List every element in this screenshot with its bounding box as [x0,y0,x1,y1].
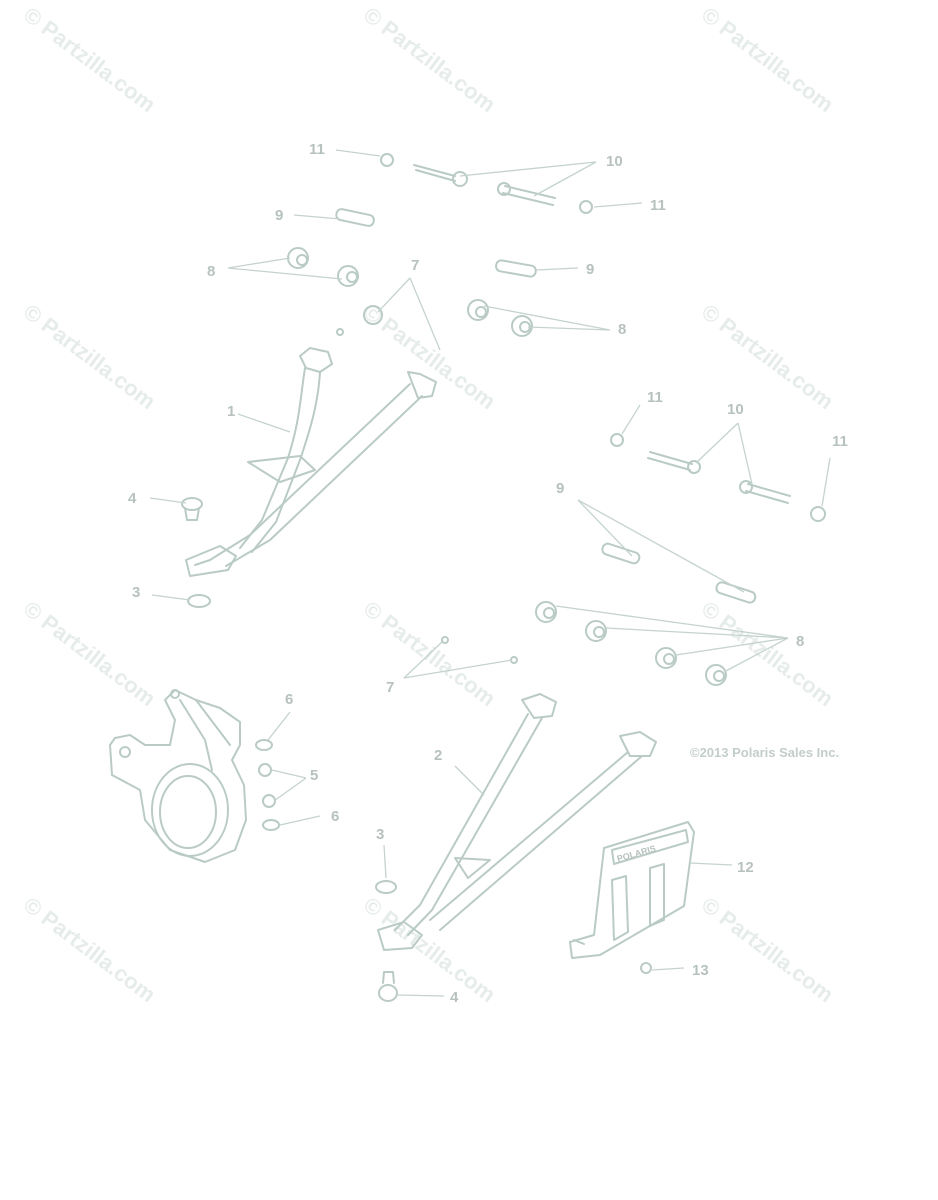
callout-11-d: 11 [832,433,848,450]
callout-12: 12 [737,859,754,876]
right-hardware [441,433,826,686]
callout-9-a: 9 [275,207,283,224]
nut-icon [262,794,276,808]
watermark-6: © Partzilla.com [697,299,838,414]
watermark-12: © Partzilla.com [697,892,838,1007]
bolt-icon [502,185,556,206]
callout-2: 2 [434,747,442,764]
bushing-inner-icon [475,306,487,318]
grease-fitting-icon [441,636,449,644]
callout-8-a: 8 [207,263,215,280]
callout-11-c: 11 [647,389,663,406]
steering-knuckle [109,689,247,863]
callout-7-a: 7 [411,257,419,274]
nut-icon [258,763,272,777]
watermark-9: © Partzilla.com [697,596,838,711]
washer-icon [262,819,280,831]
watermark-1: © Partzilla.com [19,2,160,117]
bushing-icon [511,315,533,337]
bolt-icon [413,164,456,182]
bushing-icon [467,299,489,321]
ball-joint-icon [181,497,203,511]
bushing-icon [655,647,677,669]
callout-6-a: 6 [285,691,293,708]
bushing-icon [363,305,383,325]
copyright-notice: ©2013 Polaris Sales Inc. [690,745,839,760]
watermark-layer: © Partzilla.com © Partzilla.com © Partzi… [19,2,838,1007]
upper-hardware [287,153,593,337]
watermark-10: © Partzilla.com [19,892,160,1007]
a-arm-lower [375,693,657,1002]
callout-5: 5 [310,767,318,784]
bolt-head-icon [640,962,652,974]
bolt-head-icon [687,460,701,474]
callout-labels: 11 10 11 9 8 7 9 8 1 11 10 11 9 4 3 8 7 … [128,141,848,1006]
bolt-head-icon [739,480,753,494]
callout-8-c: 8 [796,633,804,650]
watermark-4: © Partzilla.com [19,299,160,414]
callout-4-a: 4 [128,490,137,507]
bushing-inner-icon [296,254,308,266]
ball-joint-icon [378,984,398,1002]
callout-6-b: 6 [331,808,339,825]
bushing-inner-icon [543,607,555,619]
watermark-2: © Partzilla.com [359,2,500,117]
callout-3-a: 3 [132,584,140,601]
nut-icon [610,433,624,447]
callout-10-a: 10 [606,153,623,170]
grease-fitting-icon [336,328,344,336]
a-arm-upper [185,347,437,577]
callout-4-b: 4 [450,989,459,1006]
bolt-icon [745,483,791,504]
nut-icon [810,506,826,522]
watermark-3: © Partzilla.com [697,2,838,117]
callout-9-c: 9 [556,480,564,497]
bolt-head-icon [497,182,511,196]
pin-icon [601,542,641,565]
watermark-7: © Partzilla.com [19,596,160,711]
callout-8-b: 8 [618,321,626,338]
bushing-inner-icon [713,670,725,682]
bushing-inner-icon [346,271,358,283]
callout-9-b: 9 [586,261,594,278]
bushing-inner-icon [593,626,605,638]
bushing-icon [585,620,607,642]
pin-icon [495,259,537,278]
callout-7-b: 7 [386,679,394,696]
leader-lines [149,149,831,997]
bolt-head-icon [452,171,468,187]
pin-icon [715,581,757,604]
washer-icon [255,739,273,751]
nut-icon [579,200,593,214]
upper-ball-joint [181,497,211,608]
callout-1: 1 [227,403,235,420]
snap-ring-icon [375,880,397,894]
callout-3-b: 3 [376,826,384,843]
bushing-inner-icon [663,653,675,665]
bolt-icon [647,451,693,471]
knuckle-hardware [255,739,280,831]
bushing-icon [705,664,727,686]
callout-10-b: 10 [727,401,744,418]
snap-ring-icon [187,594,211,608]
bushing-icon [337,265,359,287]
bushing-icon [535,601,557,623]
callout-11-a: 11 [309,141,325,158]
nut-icon [380,153,394,167]
skid-plate: POLARIS [569,821,695,974]
callout-13: 13 [692,962,709,979]
callout-11-b: 11 [650,197,666,214]
pin-icon [335,208,375,227]
